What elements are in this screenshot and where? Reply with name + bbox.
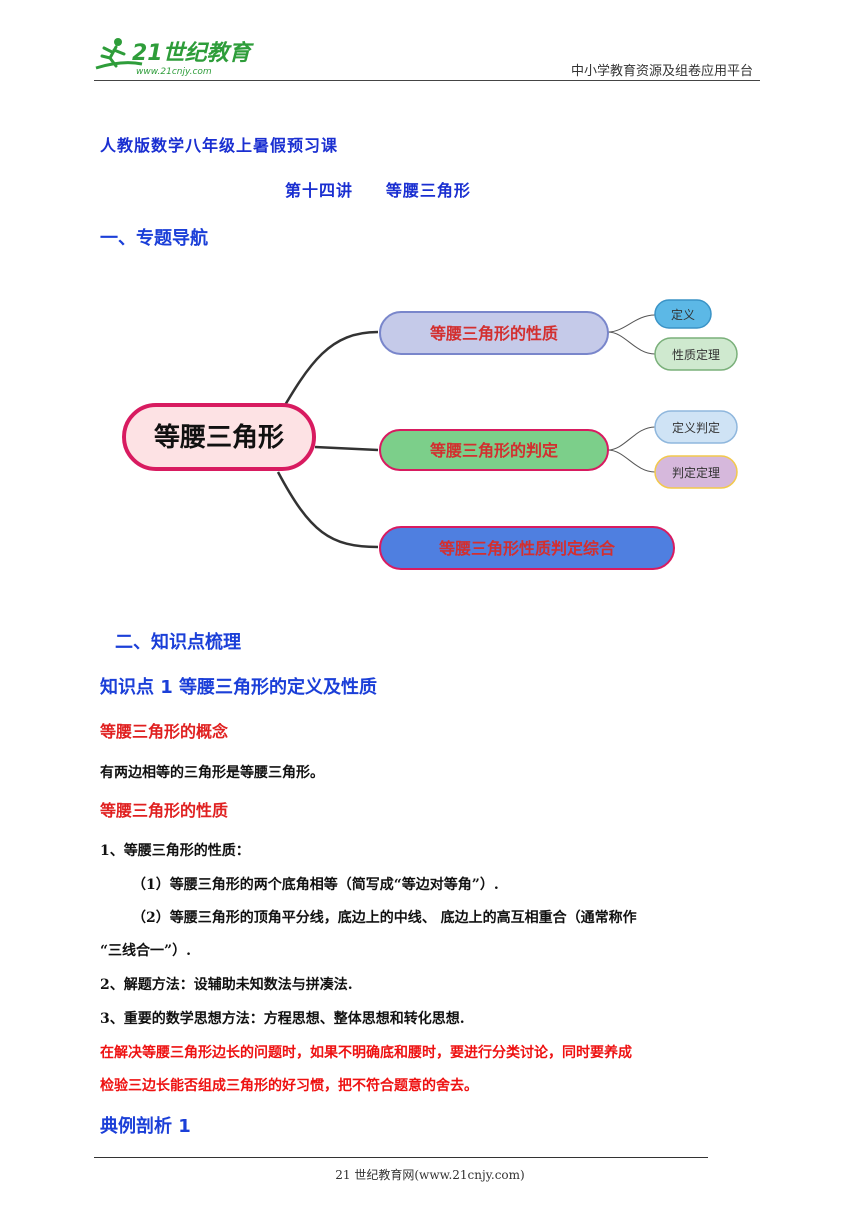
property-item-3: 3、重要的数学思想方法：方程思想、整体思想和转化思想. (100, 1011, 465, 1027)
property-item-1b: （2）等腰三角形的顶角平分线，底边上的中线、 底边上的高互相重合（通常称作 (132, 910, 637, 926)
leaf-label-definition: 定义 (671, 307, 695, 322)
property-item-2: 2、解题方法：设辅助未知数法与拼凑法. (100, 977, 353, 993)
note-line-1: 在解决等腰三角形边长的问题时，如果不明确底和腰时，要进行分类讨论，同时要养成 (100, 1045, 632, 1061)
leaf-label-property-theorem: 性质定理 (672, 347, 720, 362)
course-title: 人教版数学八年级上暑假预习课 (100, 136, 339, 155)
footer-text: 21 世纪教育网(www.21cnjy.com) (335, 1168, 525, 1182)
section-heading-knowledge-review: 二、知识点梳理 (115, 632, 241, 653)
footer-divider (94, 1157, 708, 1158)
connector-leaf-1 (607, 314, 656, 333)
concept-heading: 等腰三角形的概念 (100, 722, 229, 741)
mind-map-leaf-judgment-theorem: 判定定理 (654, 455, 738, 489)
connector-3 (276, 471, 379, 549)
connector-leaf-2 (607, 331, 656, 355)
mind-map-branch-comprehensive: 等腰三角形性质判定综合 (379, 526, 675, 570)
connector-2 (314, 445, 379, 452)
example-analysis-1-heading: 典例剖析 1 (100, 1116, 191, 1137)
mind-map-central-node: 等腰三角形 (122, 403, 316, 471)
property-item-1a: （1）等腰三角形的两个底角相等（简写成“等边对等角”）. (132, 877, 499, 893)
header-platform-text: 中小学教育资源及组卷应用平台 (570, 64, 753, 79)
branch-label-comprehensive: 等腰三角形性质判定综合 (438, 539, 616, 558)
mind-map-leaf-definition-judgment: 定义判定 (654, 410, 738, 444)
note-line-2: 检验三边长能否组成三角形的好习惯，把不符合题意的舍去。 (100, 1078, 478, 1094)
mind-map: 等腰三角形 等腰三角形的性质 定义 性质定理 等腰三角形的判定 定义判定 判定定… (122, 299, 738, 570)
property-item-1b-continued: “三线合一”）. (100, 943, 191, 959)
knowledge-point-1-heading: 知识点 1 等腰三角形的定义及性质 (100, 677, 378, 698)
leaf-label-judgment-theorem: 判定定理 (672, 465, 720, 480)
concept-text: 有两边相等的三角形是等腰三角形。 (100, 765, 324, 781)
leaf-label-definition-judgment: 定义判定 (672, 420, 720, 435)
branch-label-properties: 等腰三角形的性质 (429, 324, 558, 343)
header-divider (94, 80, 760, 81)
mind-map-branch-properties: 等腰三角形的性质 (379, 311, 609, 355)
mind-map-leaf-definition: 定义 (654, 299, 712, 329)
logo: 21世纪教育 www.21cnjy.com (92, 34, 260, 78)
section-heading-topic-navigation: 一、专题导航 (100, 228, 208, 249)
mind-map-leaf-property-theorem: 性质定理 (654, 337, 738, 371)
logo-url: www.21cnjy.com (136, 67, 212, 77)
property-item-1: 1、等腰三角形的性质： (100, 843, 250, 859)
properties-heading: 等腰三角形的性质 (100, 801, 229, 820)
branch-label-determination: 等腰三角形的判定 (429, 441, 558, 460)
mind-map-branch-determination: 等腰三角形的判定 (379, 429, 609, 471)
logo-runner-icon: 21世纪教育 www.21cnjy.com (95, 38, 255, 77)
central-node-label: 等腰三角形 (154, 422, 284, 453)
connector-leaf-4 (607, 449, 656, 473)
connector-leaf-3 (607, 426, 656, 451)
connector-1 (276, 330, 379, 418)
logo-text: 21世纪教育 (132, 40, 255, 66)
lecture-title: 第十四讲 等腰三角形 (285, 181, 471, 200)
